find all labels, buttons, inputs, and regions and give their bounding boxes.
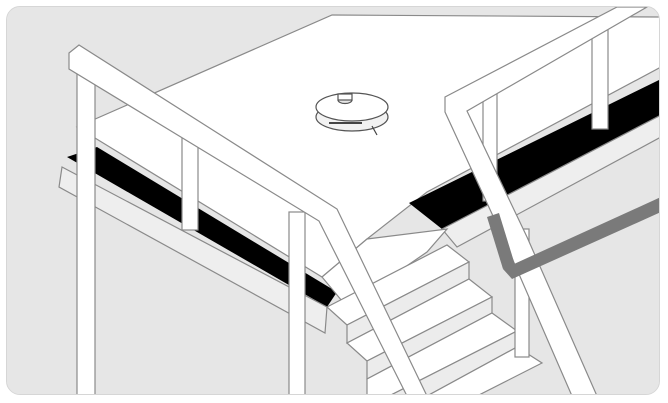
illustration-frame: [6, 6, 660, 395]
left-post-2: [182, 135, 198, 230]
left-post-3: [289, 212, 305, 395]
lidar-turret-body: [338, 94, 352, 100]
left-post-1: [77, 69, 95, 395]
stairs-illustration: [7, 7, 660, 395]
